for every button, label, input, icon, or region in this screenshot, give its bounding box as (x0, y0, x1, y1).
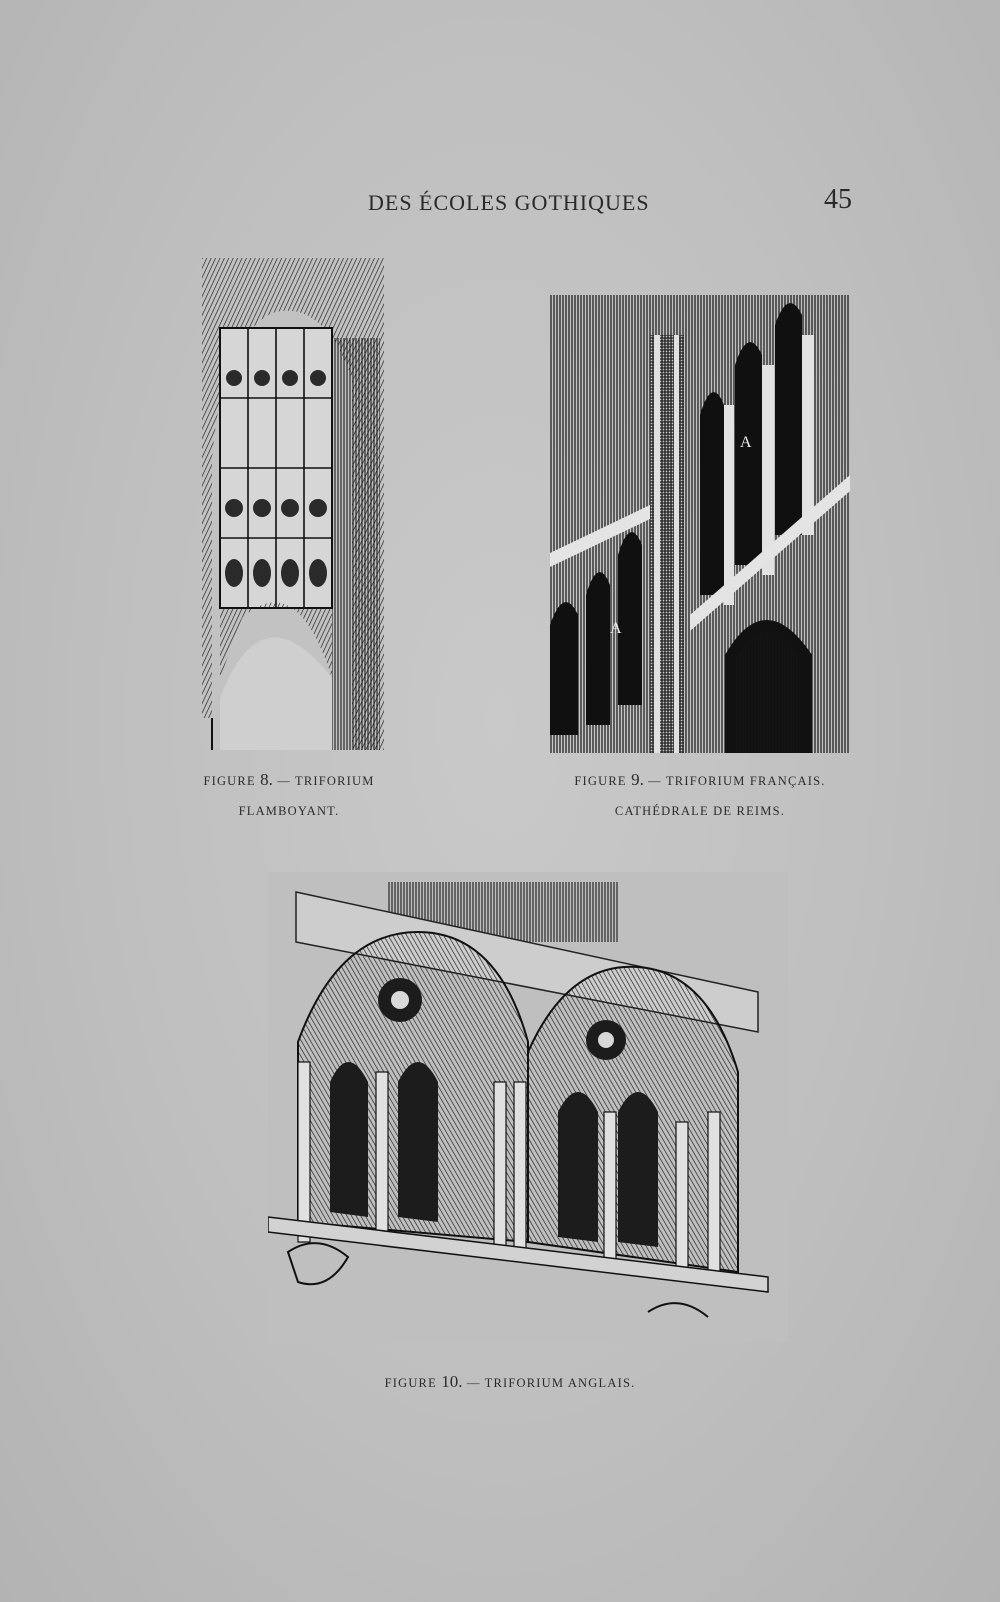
figure-9-label-a-lower: A (610, 620, 622, 637)
figure-8-dash: — (277, 774, 291, 788)
figure-10-number: 10. (441, 1372, 463, 1391)
figure-8-title-line2: FLAMBOYANT. (238, 804, 340, 818)
running-head: DES ÉCOLES GOTHIQUES (368, 190, 650, 215)
figure-8-prefix: FIGURE (203, 774, 256, 788)
figure-9-label-a-upper: A (740, 434, 752, 451)
figure-9-number: 9. (631, 770, 644, 789)
figure-10-prefix: FIGURE (384, 1376, 437, 1390)
figure-9-engraving: A A (550, 295, 850, 753)
figure-10-caption: FIGURE 10. — TRIFORIUM ANGLAIS. (330, 1372, 690, 1392)
figure-9-caption: FIGURE 9. — TRIFORIUM FRANÇAIS. CATHÉDRA… (540, 770, 860, 819)
page-number: 45 (824, 184, 852, 215)
figure-9-title: TRIFORIUM FRANÇAIS. (665, 774, 826, 788)
figure-10-title: TRIFORIUM ANGLAIS. (484, 1376, 636, 1390)
figure-8-caption: FIGURE 8. — TRIFORIUM FLAMBOYANT. (184, 770, 394, 819)
figure-9-prefix: FIGURE (574, 774, 627, 788)
figure-9-title-line2: CATHÉDRALE DE REIMS. (614, 804, 786, 818)
figure-10-engraving (268, 872, 788, 1342)
figure-9-dash: — (648, 774, 662, 788)
figure-10-dash: — (466, 1376, 481, 1390)
figure-8-engraving (202, 258, 384, 750)
figure-8-title: TRIFORIUM (295, 774, 375, 788)
figure-8-number: 8. (260, 770, 273, 789)
